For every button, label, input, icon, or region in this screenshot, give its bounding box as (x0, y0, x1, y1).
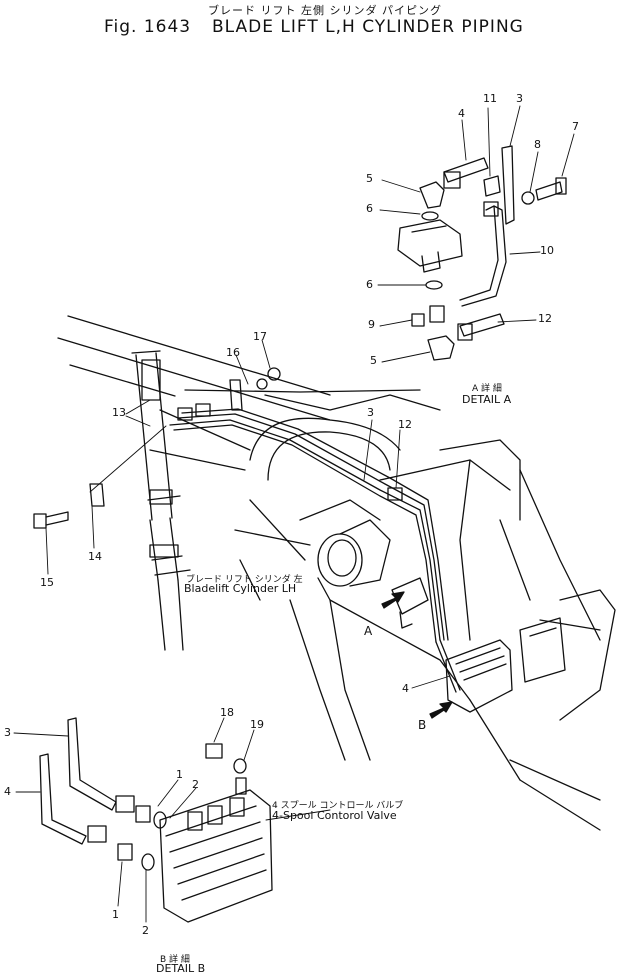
callout-12-main: 12 (398, 418, 412, 431)
callout-5-lower: 5 (370, 354, 377, 367)
callout-4-main: 4 (402, 682, 409, 695)
clamp (89, 367, 403, 507)
callout-19: 19 (250, 718, 264, 731)
callout-12-detail-a: 12 (538, 312, 552, 325)
callout-14: 14 (88, 550, 102, 563)
frame-outline (57, 315, 616, 831)
detail-a-label: DETAIL A (462, 393, 512, 406)
bolt (33, 511, 69, 529)
callout-16: 16 (226, 346, 240, 359)
callout-8: 8 (534, 138, 541, 151)
callout-6-upper: 6 (366, 202, 373, 215)
callout-1-upper: 1 (176, 768, 183, 781)
figure-title: BLADE LIFT L,H CYLINDER PIPING (212, 17, 524, 37)
detail-b-jp: B 詳 細 (160, 955, 190, 965)
detail-a-leaders (377, 105, 575, 363)
detail-b-assembly (39, 717, 273, 923)
drum (317, 519, 391, 587)
arrow-a-label: A (364, 624, 373, 638)
control-valve-main (445, 617, 566, 713)
detail-a-jp: A 詳 細 (472, 384, 502, 394)
detail-a-assembly (397, 145, 567, 361)
arrow-b-label: B (418, 718, 427, 732)
callout-10: 10 (540, 244, 554, 257)
callout-7: 7 (572, 120, 579, 133)
callout-6-lower: 6 (366, 278, 373, 291)
detail-b-leaders (13, 717, 331, 923)
callout-3-detail-b: 3 (4, 726, 11, 739)
japanese-title: ブレード リフト 左側 シリンダ パイピング (208, 4, 442, 17)
view-arrows (381, 591, 453, 719)
callout-4-detail-b: 4 (4, 785, 11, 798)
callout-15: 15 (40, 576, 54, 589)
cylinder-label: Bladelift Cylinder LH (184, 582, 297, 595)
callout-11: 11 (483, 92, 497, 105)
callout-13: 13 (112, 406, 126, 419)
callout-2-lower: 2 (142, 924, 149, 937)
callout-3-main: 3 (367, 406, 374, 419)
callout-18: 18 (220, 706, 234, 719)
pipe-run (169, 408, 461, 693)
figure-number: Fig. 1643 (104, 17, 192, 37)
valve-label: 4-Spool Contorol Valve (272, 809, 397, 822)
callout-17: 17 (253, 330, 267, 343)
callout-4-detail-a: 4 (458, 107, 465, 120)
valve-block (391, 577, 429, 629)
callout-2-upper: 2 (192, 778, 199, 791)
callout-3-detail-a: 3 (516, 92, 523, 105)
callout-1-lower: 1 (112, 908, 119, 921)
cylinder-label-jp: ブレード リフト シリンダ 左 (186, 575, 303, 585)
leader-lines (45, 339, 451, 689)
callout-9: 9 (368, 318, 375, 331)
callout-5-upper: 5 (366, 172, 373, 185)
valve-label-jp: 4 スプール コントロール バルブ (272, 801, 404, 811)
detail-b-label: DETAIL B (156, 962, 206, 975)
blade-lift-cylinder (131, 350, 191, 651)
